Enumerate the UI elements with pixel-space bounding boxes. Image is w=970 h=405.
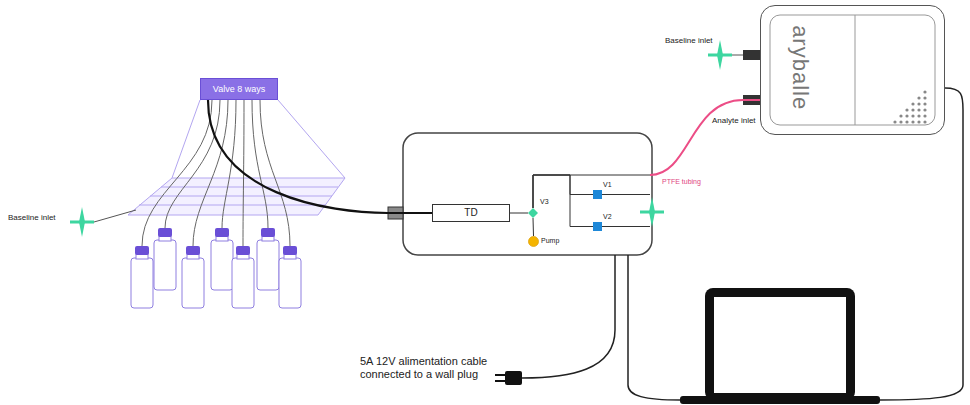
square-fill	[593, 190, 602, 199]
sample-bottle	[211, 228, 233, 290]
diamond-fill	[528, 208, 538, 218]
tubing-label: PTFE tubing	[662, 178, 701, 186]
wall-plug	[505, 371, 522, 385]
bottle-tube	[260, 100, 290, 246]
valve-label: Valve 8 ways	[213, 84, 265, 94]
sample-bottle	[182, 246, 204, 308]
power-cable	[522, 255, 615, 378]
diamond-shape	[528, 208, 538, 218]
plug-prong	[495, 380, 505, 382]
sample-bottle	[131, 246, 153, 308]
annotation-label: Baseline inlet	[8, 213, 56, 222]
usb-cable	[628, 255, 680, 400]
inlet-tube	[732, 55, 743, 56]
pump-symbol: Pump	[528, 236, 539, 247]
sample-bottle	[154, 228, 176, 290]
process-box: TD	[432, 204, 510, 222]
inlet-port	[743, 50, 760, 60]
connector-line	[208, 100, 432, 213]
sensor-device: aryballe	[760, 5, 945, 135]
device-vent-dots	[893, 90, 926, 123]
annotation-label: 5A 12V alimentation cable connected to a…	[360, 355, 492, 380]
control-housing	[403, 133, 652, 255]
connector-line	[533, 175, 593, 208]
connector	[533, 218, 535, 236]
annotation-label: Baseline inlet	[665, 36, 713, 45]
box-label: TD	[464, 207, 477, 219]
device-panel	[855, 15, 856, 125]
connector	[533, 100, 760, 208]
laptop-base	[680, 396, 880, 404]
plate-line	[161, 187, 338, 188]
sample-bottle	[232, 246, 254, 308]
device-logo: aryballe	[788, 25, 813, 110]
connector-line	[533, 218, 535, 236]
bottle-tube	[142, 100, 212, 246]
pump-name: Pump	[541, 237, 559, 245]
annotation-label: Analyte inlet	[712, 116, 756, 125]
sample-bottle	[279, 246, 301, 308]
circle-shape	[528, 236, 539, 247]
filter-symbol	[640, 197, 664, 227]
valve-name: V3	[540, 198, 549, 206]
connector-line	[510, 213, 528, 214]
valve-line	[602, 194, 650, 195]
connector	[533, 175, 593, 208]
bottle-tube	[165, 100, 220, 228]
filter-symbol	[70, 207, 94, 237]
circle-fill	[528, 236, 538, 246]
sample-bottle	[257, 228, 279, 290]
valve-name: V2	[603, 213, 612, 221]
connector-line	[650, 100, 760, 175]
valve-name: V1	[603, 181, 612, 189]
square-shape	[593, 190, 602, 199]
connector-line	[533, 175, 650, 208]
laptop-display	[714, 297, 846, 393]
plate-line	[278, 100, 345, 178]
connector-line	[533, 175, 593, 227]
valve-box: Valve 8 ways	[200, 78, 278, 100]
square-fill	[593, 222, 602, 231]
bottle-tube	[252, 100, 268, 228]
laptop-screen	[705, 288, 855, 400]
connector	[533, 175, 593, 227]
device-panel	[770, 15, 935, 125]
valve-square: V1	[593, 190, 602, 199]
plate-line	[139, 205, 325, 206]
connector	[510, 213, 528, 214]
valve-diamond: V3	[528, 208, 538, 218]
valve-square: V2	[593, 222, 602, 231]
inlet-tube	[94, 210, 136, 222]
connector	[208, 100, 432, 213]
square-shape	[593, 222, 602, 231]
manifold-plate	[128, 178, 345, 215]
valve-line	[602, 226, 650, 227]
plug-prong	[495, 374, 505, 376]
